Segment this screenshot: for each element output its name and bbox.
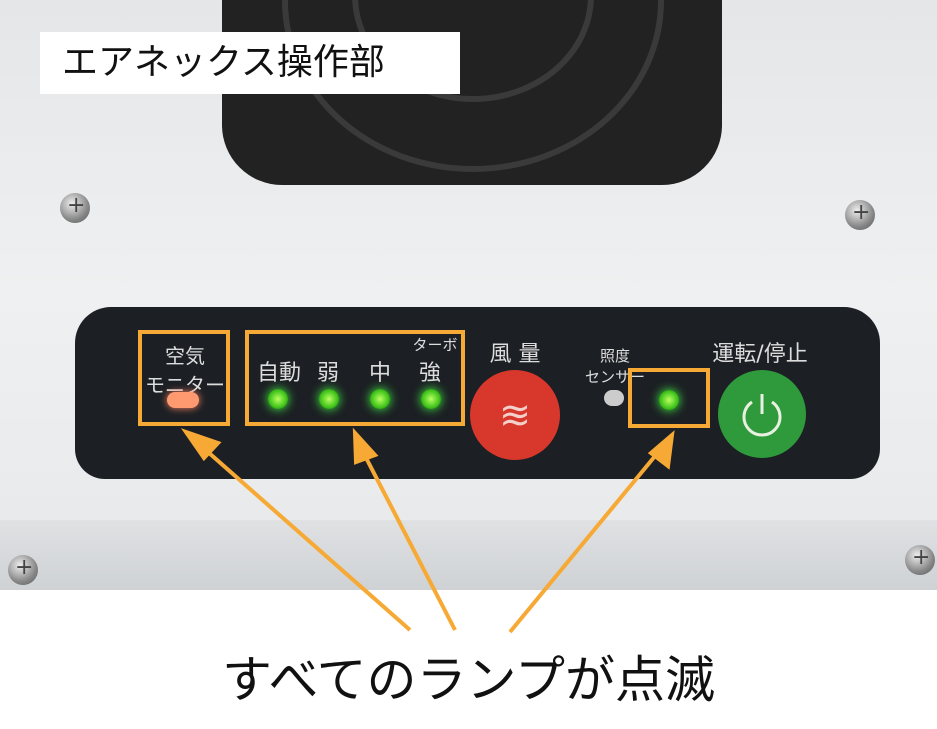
caption: すべてのランプが点滅 xyxy=(222,651,715,709)
led-auto xyxy=(268,389,288,409)
highlight-box-modes xyxy=(245,330,465,426)
air-monitor-led xyxy=(167,392,199,408)
turbo-label: ターボ xyxy=(412,336,458,354)
mode-label-low: 弱 xyxy=(316,361,339,386)
led-medium xyxy=(370,389,390,409)
power-icon xyxy=(742,394,782,437)
air-monitor-label-line1: 空気 xyxy=(165,344,205,368)
power-button[interactable] xyxy=(718,370,806,458)
mode-label-high: 強 xyxy=(418,361,441,386)
led-low xyxy=(319,389,339,409)
screw-icon xyxy=(60,193,90,223)
highlight-box-air-monitor xyxy=(138,330,230,426)
highlight-box-power-led xyxy=(628,368,710,428)
screw-icon xyxy=(8,555,38,585)
light-sensor xyxy=(604,390,624,406)
screw-icon xyxy=(845,200,875,230)
fan-speed-label: 風 量 xyxy=(489,342,541,367)
led-power xyxy=(659,390,679,410)
led-high xyxy=(421,389,441,409)
screw-icon xyxy=(905,545,935,575)
wave-icon: ≋ xyxy=(499,393,531,437)
mode-label-medium: 中 xyxy=(368,361,391,386)
device-bottom-edge xyxy=(0,520,937,590)
fan-speed-button[interactable]: ≋ xyxy=(470,370,560,460)
power-label: 運転/停止 xyxy=(712,342,808,367)
title-label: エアネックス操作部 xyxy=(40,32,460,94)
light-sensor-label-line1: 照度 xyxy=(599,347,630,365)
mode-label-auto: 自動 xyxy=(256,361,301,386)
